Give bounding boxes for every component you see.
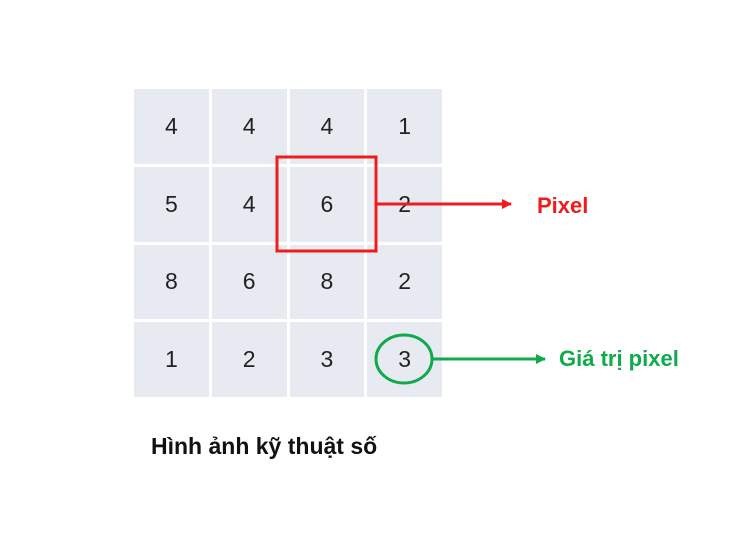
grid-cell: 4 — [289, 89, 365, 164]
grid-cell: 1 — [134, 322, 209, 397]
grid-cell: 2 — [367, 166, 442, 242]
grid-cell: 8 — [134, 244, 209, 320]
pixel-label: Pixel — [537, 193, 589, 218]
grid-cell: 4 — [211, 166, 287, 242]
grid-cell: 2 — [367, 244, 442, 320]
grid-cell: 5 — [134, 166, 209, 242]
grid-cell: 4 — [211, 89, 287, 164]
grid-cell: 6 — [211, 244, 287, 320]
grid-cell-value-highlighted: 3 — [367, 322, 442, 397]
grid-cell: 2 — [211, 322, 287, 397]
pixel-value-label: Giá trị pixel — [559, 346, 679, 371]
grid-cell-pixel-highlighted: 6 — [289, 166, 365, 242]
grid-cell: 4 — [134, 89, 209, 164]
grid-cell: 3 — [289, 322, 365, 397]
pixel-grid: 4 4 4 1 5 4 6 2 8 6 8 2 1 2 3 3 — [134, 89, 442, 397]
caption: Hình ảnh kỹ thuật số — [151, 433, 378, 459]
grid-cell: 8 — [289, 244, 365, 320]
grid-cell: 1 — [367, 89, 442, 164]
